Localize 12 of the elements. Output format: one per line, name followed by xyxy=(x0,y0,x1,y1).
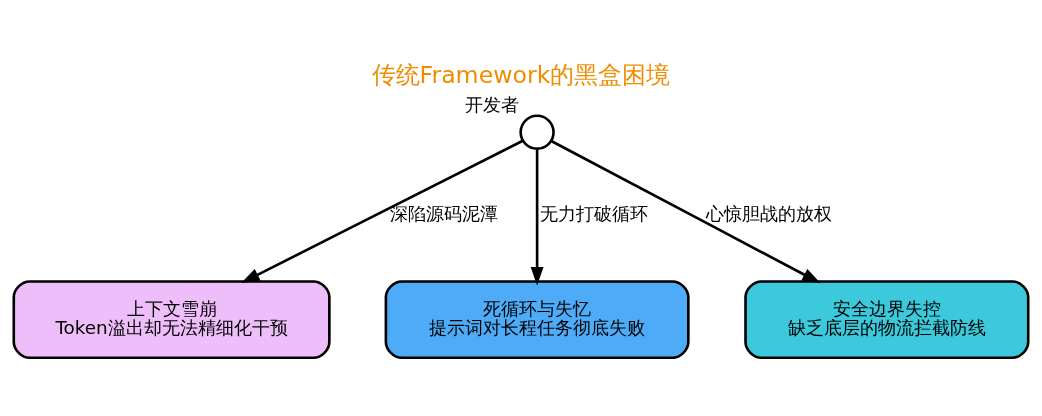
edge-label: 无力打破循环 xyxy=(539,202,648,224)
arrow xyxy=(550,139,821,283)
node-box: 安全边界失控 缺乏底层的物流拦截防线 xyxy=(744,279,1030,359)
arrow xyxy=(241,139,524,283)
node-box: 上下文雪崩 Token溢出却无法精细化干预 xyxy=(12,279,331,359)
node-box: 死循环与失忆 提示词对长程任务彻底失败 xyxy=(384,279,690,359)
edge-label: 心惊胆战的放权 xyxy=(705,202,832,224)
diagram-title: 传统Framework的黑盒困境 xyxy=(371,60,671,89)
arrow xyxy=(530,148,544,285)
node-label: 开发者 xyxy=(465,93,520,115)
node-person xyxy=(519,114,555,150)
edge-label: 深陷源码泥潭 xyxy=(389,202,498,224)
